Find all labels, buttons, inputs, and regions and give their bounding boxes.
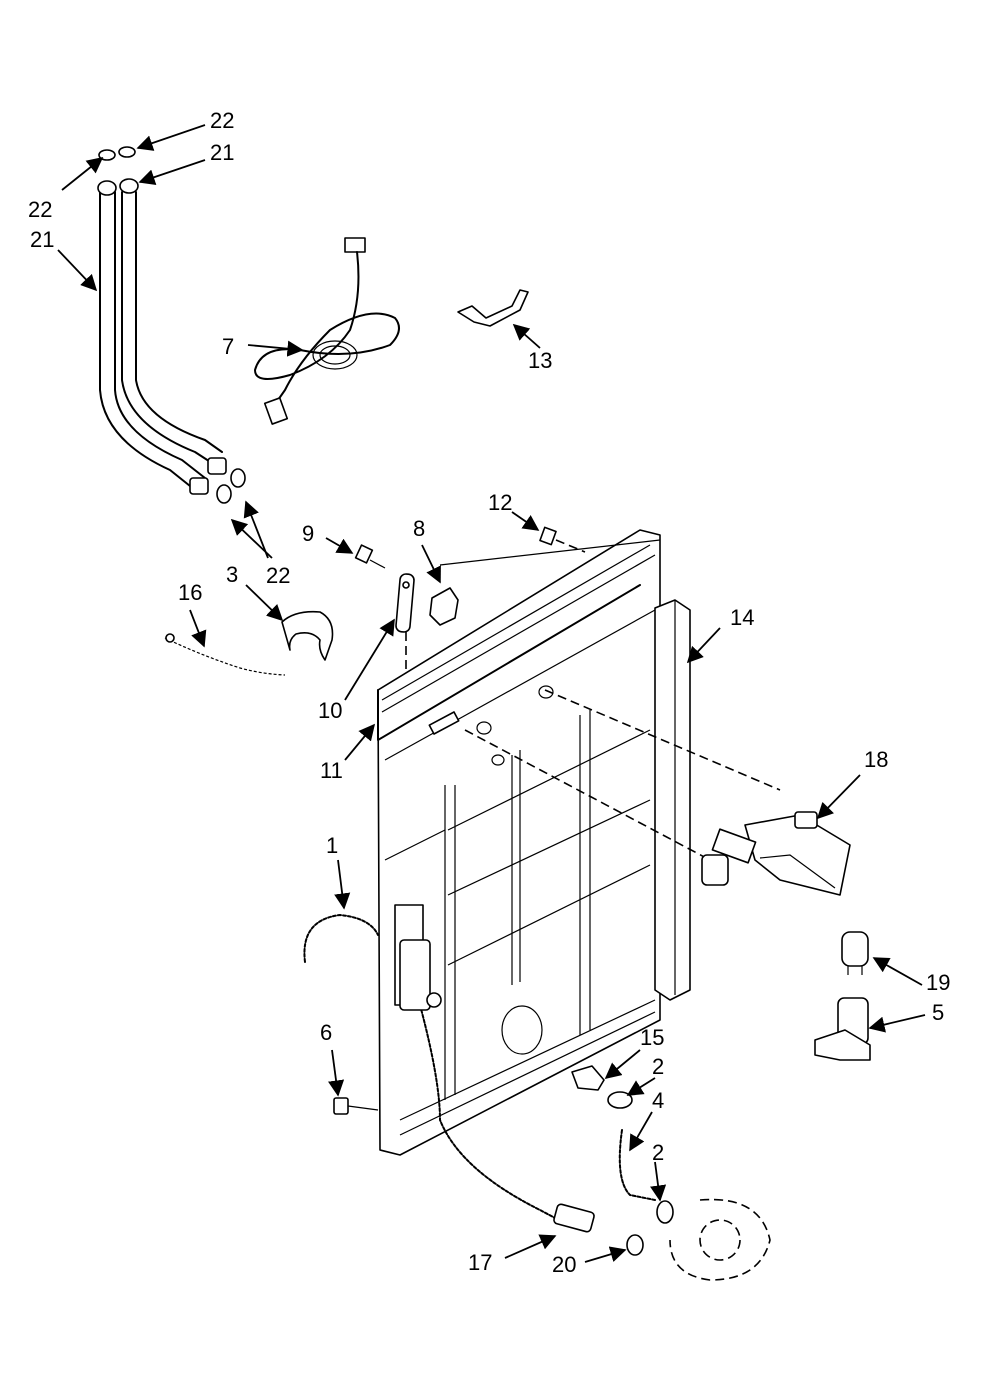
power-cord (254, 237, 400, 425)
bracket (457, 289, 529, 327)
clamp-2-upper (607, 1091, 633, 1109)
callout-10: 10 (318, 698, 342, 723)
callout-11: 11 (320, 758, 343, 783)
callout-22: 22 (210, 108, 234, 133)
callout-5: 5 (932, 1000, 944, 1025)
callout-7: 7 (222, 334, 234, 359)
switch-10 (395, 573, 415, 690)
callout-21: 21 (210, 140, 234, 165)
capacitor (841, 931, 869, 975)
pump-housing-dashed (669, 1198, 771, 1281)
drain-hose-17 (419, 1004, 556, 1219)
callout-20: 20 (552, 1252, 576, 1277)
rear-panel (377, 529, 661, 1156)
callout-1: 1 (326, 833, 338, 858)
pump (814, 997, 871, 1061)
callout-2: 2 (652, 1054, 664, 1079)
clamp-2-lower (656, 1200, 674, 1224)
callout-9: 9 (302, 521, 314, 546)
screw-9 (354, 544, 386, 569)
callout-14: 14 (730, 605, 754, 630)
callout-labels: 22 21 22 21 7 13 22 3 16 9 8 12 14 10 11… (28, 108, 950, 1277)
leader-lines (57, 124, 926, 1263)
callout-2: 2 (652, 1140, 664, 1165)
drain-hose-1 (303, 914, 379, 963)
water-valve-dispenser (701, 811, 851, 896)
callout-4: 4 (652, 1088, 664, 1113)
drain-tube (618, 1129, 656, 1201)
callout-16: 16 (178, 580, 202, 605)
callout-18: 18 (864, 747, 888, 772)
screw-12 (539, 526, 586, 553)
callout-21: 21 (30, 227, 54, 252)
callout-15: 15 (640, 1025, 664, 1050)
screw-6 (333, 1097, 379, 1115)
inlet-hoses (97, 146, 246, 504)
callout-19: 19 (926, 970, 950, 995)
callout-3: 3 (226, 562, 238, 587)
callout-13: 13 (528, 348, 552, 373)
side-rail (654, 599, 691, 1001)
callout-22: 22 (266, 563, 290, 588)
callout-8: 8 (413, 516, 425, 541)
callout-6: 6 (320, 1020, 332, 1045)
drain-plug (571, 1065, 605, 1091)
callout-12: 12 (488, 490, 512, 515)
callout-22: 22 (28, 197, 52, 222)
tie-strap (164, 637, 286, 676)
clip-8 (429, 587, 459, 626)
callout-17: 17 (468, 1250, 492, 1275)
hose-clamp (281, 610, 334, 661)
clamp-20 (626, 1234, 644, 1256)
pump-assembly-bracket (399, 939, 442, 1011)
